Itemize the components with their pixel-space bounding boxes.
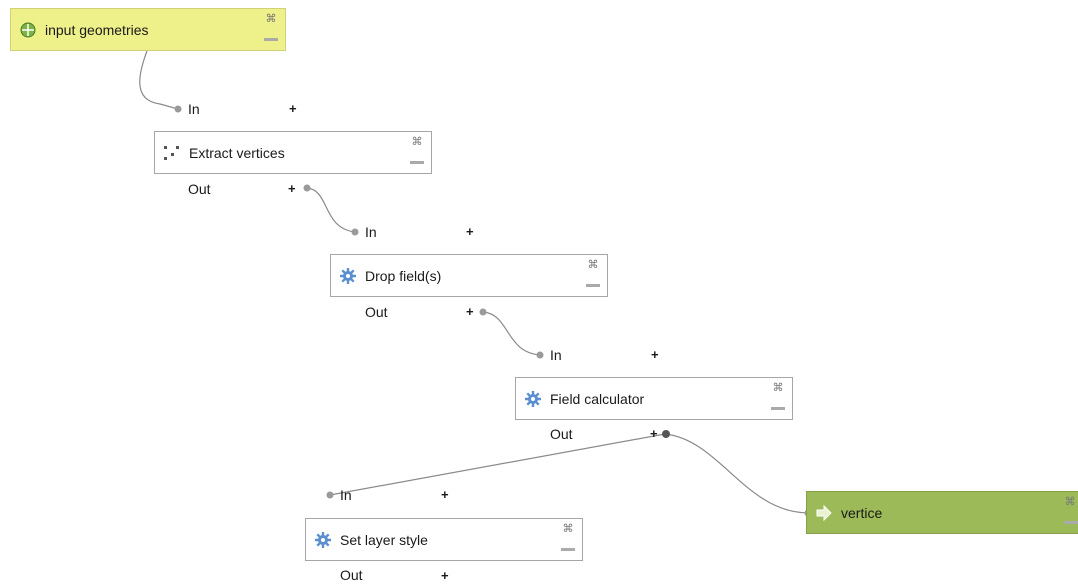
port-in-label: In: [340, 487, 352, 503]
port-out-label: Out: [340, 567, 363, 583]
expand-inputs-icon[interactable]: +: [289, 101, 297, 116]
wire-drop-to-calculator: [482, 311, 541, 356]
port-dot: [174, 105, 182, 113]
collapse-icon[interactable]: [561, 548, 575, 551]
vertices-icon: [164, 146, 179, 160]
node-input-geometries[interactable]: input geometries ⌘: [10, 8, 286, 51]
wire-calculator-to-output: [664, 433, 809, 514]
close-icon[interactable]: ⌘: [772, 381, 784, 394]
node-label: Drop field(s): [365, 268, 442, 284]
port-out-label: Out: [550, 426, 573, 442]
expand-outputs-icon[interactable]: +: [288, 181, 296, 196]
port-in-label: In: [188, 101, 200, 117]
expand-outputs-icon[interactable]: +: [466, 304, 474, 319]
wire-calculator-to-style: [329, 433, 666, 496]
output-arrow-icon: [816, 504, 832, 522]
expand-inputs-icon[interactable]: +: [441, 487, 449, 502]
node-field-calculator[interactable]: Field calculator ⌘: [515, 377, 793, 420]
port-dot: [303, 184, 311, 192]
close-icon[interactable]: ⌘: [411, 135, 423, 148]
node-output-vertice[interactable]: vertice ⌘: [806, 491, 1078, 534]
port-dot: [351, 228, 359, 236]
collapse-icon[interactable]: [586, 284, 600, 287]
wire-extract-to-drop: [306, 187, 356, 233]
node-extract-vertices[interactable]: Extract vertices ⌘: [154, 131, 432, 174]
close-icon[interactable]: ⌘: [562, 522, 574, 535]
node-label: Set layer style: [340, 532, 428, 548]
gear-icon: [525, 391, 541, 407]
port-dot: [479, 308, 487, 316]
collapse-icon[interactable]: [771, 407, 785, 410]
node-label: Field calculator: [550, 391, 645, 407]
vector-layer-icon: [20, 22, 36, 38]
node-label: vertice: [841, 505, 883, 521]
close-icon[interactable]: ⌘: [265, 12, 277, 25]
port-in-label: In: [365, 224, 377, 240]
expand-outputs-icon[interactable]: +: [650, 426, 658, 441]
node-label: input geometries: [45, 22, 149, 38]
wire-input-to-extract: [139, 47, 179, 110]
port-out-label: Out: [188, 181, 211, 197]
expand-inputs-icon[interactable]: +: [651, 347, 659, 362]
node-drop-fields[interactable]: Drop field(s) ⌘: [330, 254, 608, 297]
node-set-layer-style[interactable]: Set layer style ⌘: [305, 518, 583, 561]
expand-outputs-icon[interactable]: +: [441, 568, 449, 583]
close-icon[interactable]: ⌘: [1064, 495, 1076, 508]
port-out-label: Out: [365, 304, 388, 320]
collapse-icon[interactable]: [264, 38, 278, 41]
expand-inputs-icon[interactable]: +: [466, 224, 474, 239]
port-dot: [536, 351, 544, 359]
node-label: Extract vertices: [189, 145, 285, 161]
collapse-icon[interactable]: [410, 161, 424, 164]
gear-icon: [315, 532, 331, 548]
close-icon[interactable]: ⌘: [587, 258, 599, 271]
port-in-label: In: [550, 347, 562, 363]
port-dot: [662, 430, 670, 438]
gear-icon: [340, 268, 356, 284]
port-dot: [326, 491, 334, 499]
collapse-icon[interactable]: [1064, 521, 1078, 524]
